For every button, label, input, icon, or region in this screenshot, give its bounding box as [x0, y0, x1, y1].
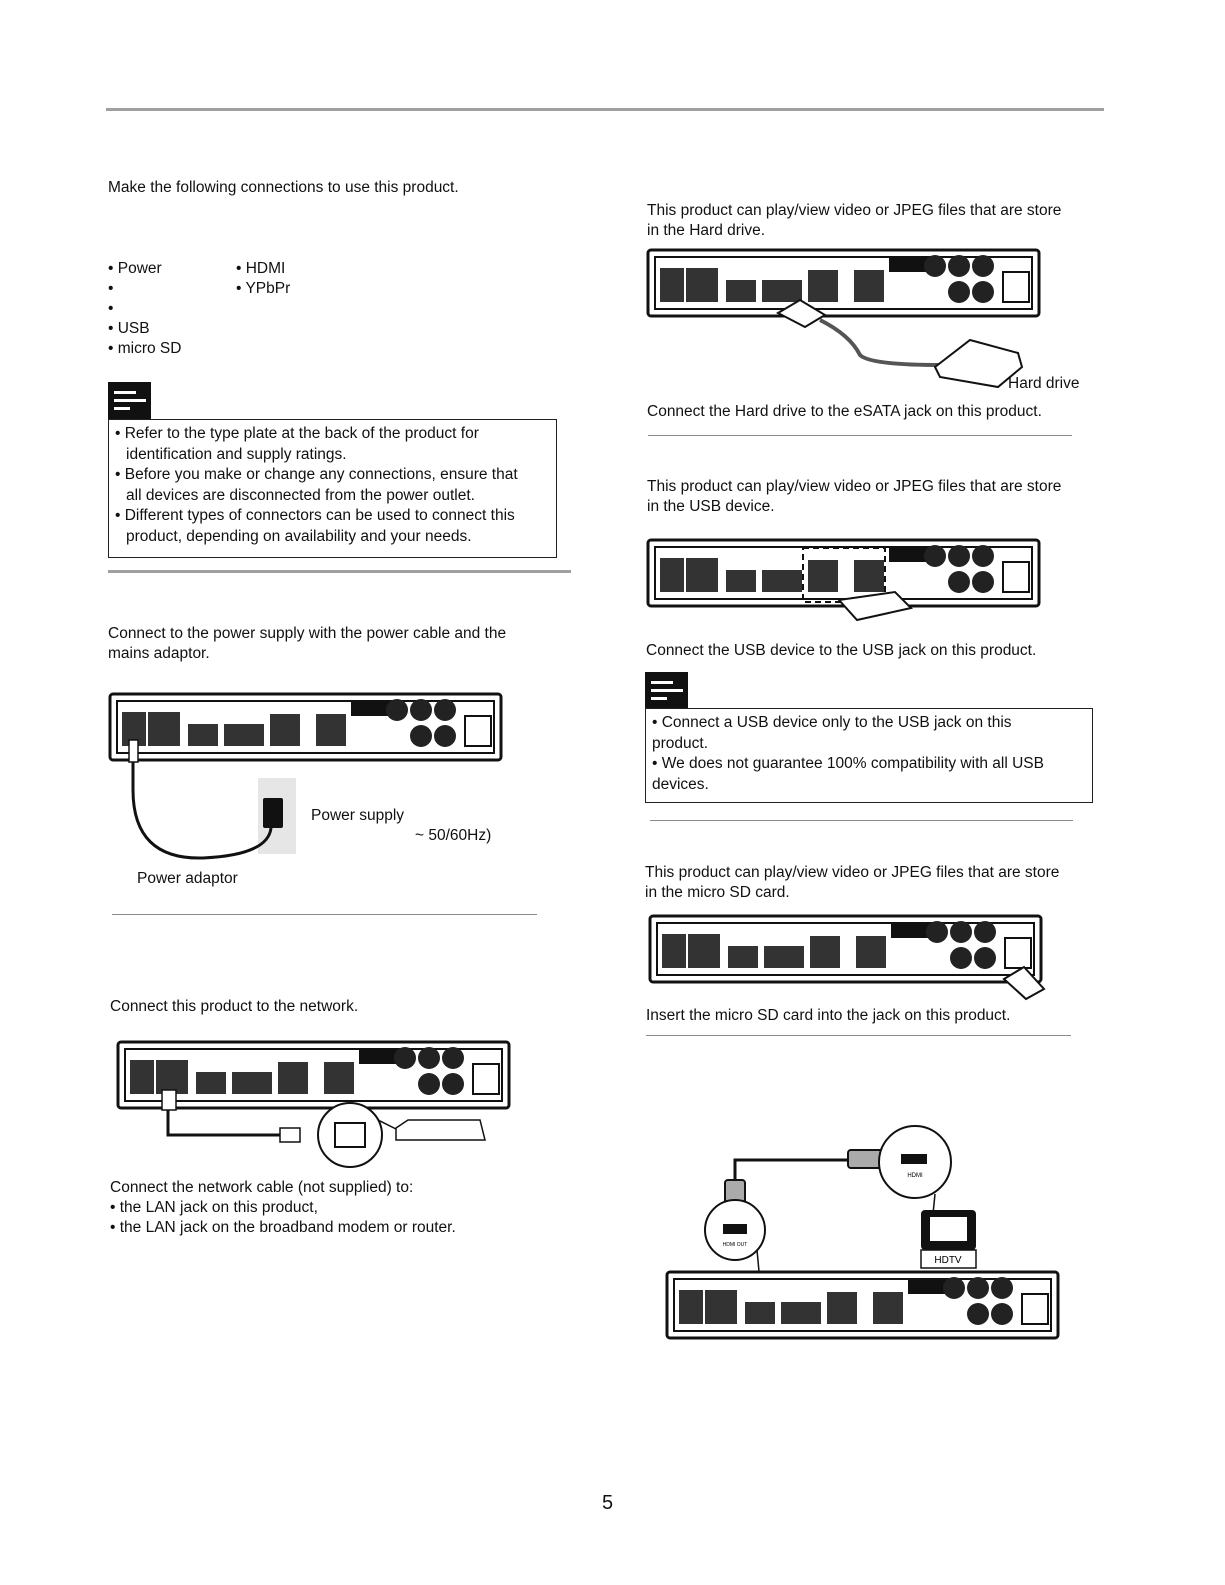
harddrive-caption: Connect the Hard drive to the eSATA jack…: [647, 403, 1042, 420]
device-rear-panel-sd: [648, 914, 1043, 984]
usb-caption: Connect the USB device to the USB jack o…: [646, 642, 1037, 659]
conn-left-3: •: [108, 300, 114, 317]
conn-left-4: • USB: [108, 320, 150, 337]
harddrive-cable-illustration: [775, 298, 1024, 389]
conn-left-1: • Power: [108, 260, 162, 277]
intro-text: Make the following connections to use th…: [108, 179, 459, 196]
harddrive-desc-1: This product can play/view video or JPEG…: [647, 202, 1062, 219]
hdmi-out-label: HDMI OUT: [723, 1242, 748, 1248]
power-adaptor-label: Power adaptor: [137, 870, 238, 887]
power-supply-label: Power supply: [311, 807, 405, 824]
network-desc: Connect this product to the network.: [110, 998, 359, 1015]
note-icon: [108, 382, 151, 420]
conn-left-2: •: [108, 280, 114, 297]
conn-right-1: • HDMI: [236, 260, 286, 277]
device-rear-panel-harddrive: [646, 248, 1041, 318]
device-rear-panel-network: [116, 1040, 511, 1110]
note-box-usb: • Connect a USB device only to the USB j…: [645, 708, 1093, 803]
network-cable-router-illustration: [161, 1089, 486, 1168]
tv-label: HDTV: [934, 1255, 962, 1266]
power-desc-1: Connect to the power supply with the pow…: [108, 625, 507, 642]
sd-desc-1: This product can play/view video or JPEG…: [645, 864, 1060, 881]
device-rear-panel-usb: [646, 538, 1041, 608]
note1-line-1: • Refer to the type plate at the back of…: [115, 425, 479, 442]
harddrive-desc-2: in the Hard drive.: [647, 222, 766, 239]
note1-line-2: identification and supply ratings.: [126, 445, 347, 463]
note2-line-2: product.: [652, 734, 709, 752]
note2-line-1: • Connect a USB device only to the USB j…: [652, 714, 1012, 731]
hdmi-connection-illustration: HDMI HDTV HDMI OUT: [665, 1125, 1060, 1340]
divider-sd: [646, 1035, 1071, 1036]
harddrive-label: Hard drive: [1008, 375, 1080, 392]
conn-right-2: • YPbPr: [236, 280, 291, 297]
usb-desc-2: in the USB device.: [647, 498, 775, 515]
conn-left-5: • micro SD: [108, 340, 182, 357]
note1-line-6: product, depending on availability and y…: [126, 527, 472, 545]
divider-power: [112, 914, 537, 915]
note2-line-4: devices.: [652, 775, 709, 793]
note1-line-3: • Before you make or change any connecti…: [115, 466, 518, 483]
tv-port-label: HDMI: [907, 1173, 923, 1179]
sd-card-illustration: [1002, 965, 1046, 1001]
network-step-3: • the LAN jack on the broadband modem or…: [110, 1219, 456, 1236]
note-box-general: • Refer to the type plate at the back of…: [108, 419, 557, 558]
note1-line-5: • Different types of connectors can be u…: [115, 507, 515, 524]
sd-desc-2: in the micro SD card.: [645, 884, 790, 901]
network-step-1: Connect the network cable (not supplied)…: [110, 1179, 414, 1196]
note2-line-3: • We does not guarantee 100% compatibili…: [652, 755, 1044, 772]
sd-caption: Insert the micro SD card into the jack o…: [646, 1007, 1011, 1024]
usb-stick-illustration: [837, 590, 913, 622]
top-rule: [106, 108, 1104, 111]
divider-harddrive: [648, 435, 1072, 436]
divider-usb: [650, 820, 1073, 821]
note1-line-4: all devices are disconnected from the po…: [126, 486, 475, 504]
note-icon: [645, 672, 688, 709]
device-rear-panel-power: [108, 692, 503, 762]
power-freq-label: ~ 50/60Hz): [415, 827, 492, 844]
usb-desc-1: This product can play/view video or JPEG…: [647, 478, 1062, 495]
power-desc-2: mains adaptor.: [108, 645, 210, 662]
network-step-2: • the LAN jack on this product,: [110, 1199, 318, 1216]
section-rule-left: [108, 570, 571, 573]
page-number: 5: [602, 1492, 614, 1514]
power-cable-illustration: [128, 739, 296, 860]
